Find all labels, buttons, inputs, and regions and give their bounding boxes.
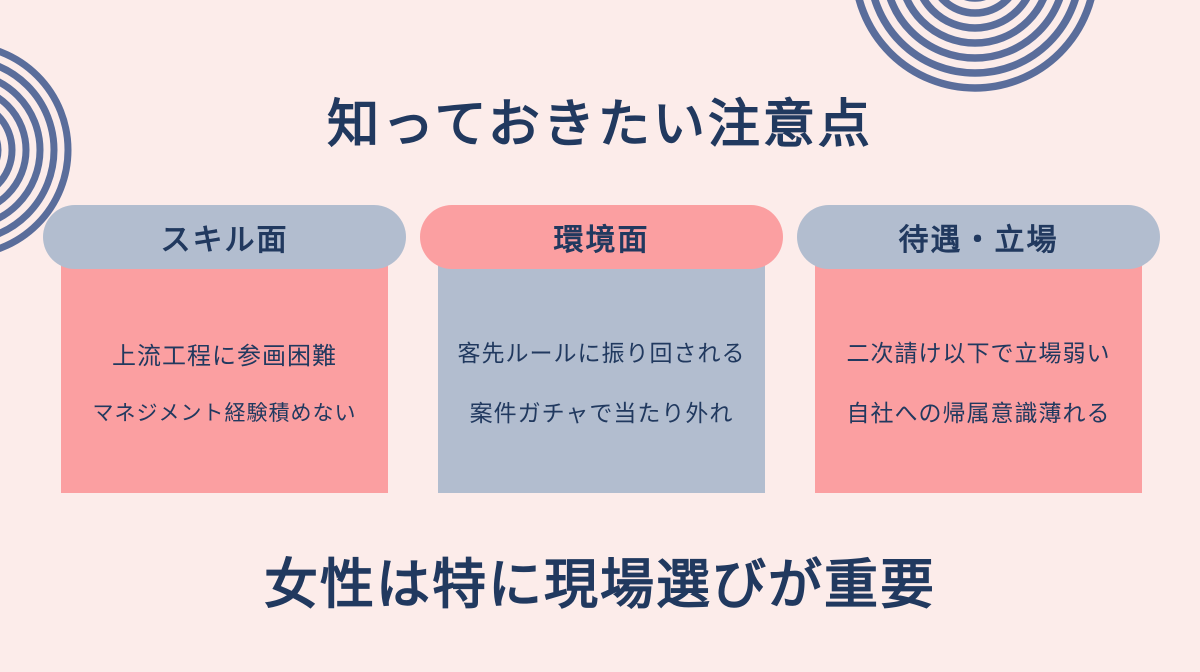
column-environment-body: 客先ルールに振り回される 案件ガチャで当たり外れ [438, 247, 765, 493]
column-skill: スキル面 上流工程に参画困難 マネジメント経験積めない [43, 205, 406, 493]
column-header-label: 環境面 [553, 224, 650, 257]
body-line: 上流工程に参画困難 [112, 342, 337, 370]
body-line: 二次請け以下で立場弱い [846, 340, 1111, 366]
column-treatment-position-header: 待遇・立場 [797, 205, 1160, 269]
column-treatment-position: 待遇・立場 二次請け以下で立場弱い 自社への帰属意識薄れる [797, 205, 1160, 493]
column-environment: 環境面 客先ルールに振り回される 案件ガチャで当たり外れ [420, 205, 783, 493]
body-line: 案件ガチャで当たり外れ [469, 400, 734, 426]
column-treatment-position-body: 二次請け以下で立場弱い 自社への帰属意識薄れる [815, 247, 1142, 493]
column-skill-body: 上流工程に参画困難 マネジメント経験積めない [61, 247, 388, 493]
body-line: 自社への帰属意識薄れる [846, 400, 1111, 426]
body-line: マネジメント経験積めない [92, 401, 357, 425]
body-line: 客先ルールに振り回される [457, 340, 746, 366]
column-skill-header: スキル面 [43, 205, 406, 269]
footer-message: 女性は特に現場選びが重要 [264, 555, 936, 615]
columns-row: スキル面 上流工程に参画困難 マネジメント経験積めない 環境面 客先ルールに振り… [43, 205, 1160, 493]
column-environment-header: 環境面 [420, 205, 783, 269]
column-header-label: 待遇・立場 [898, 224, 1059, 257]
page-title: 知っておきたい注意点 [327, 96, 873, 154]
concentric-circles-icon [855, 0, 1095, 92]
column-header-label: スキル面 [160, 224, 289, 257]
